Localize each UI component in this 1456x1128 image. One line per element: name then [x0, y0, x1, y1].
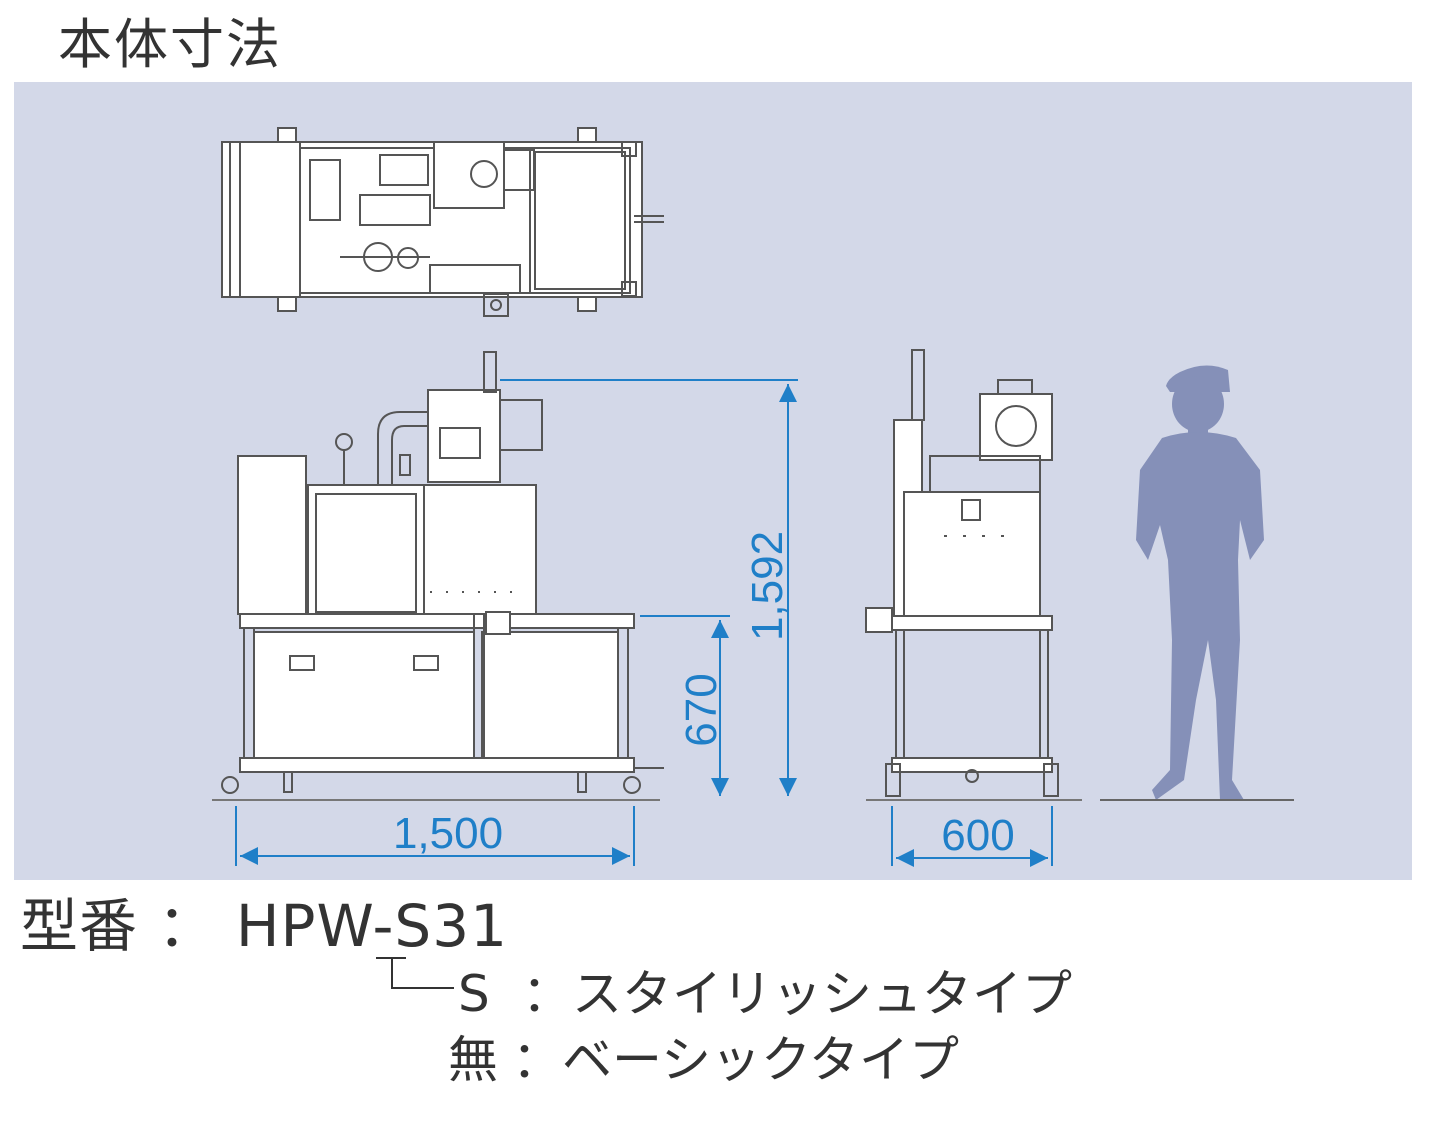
- total-height-label: 1,592: [743, 531, 792, 641]
- page-title: 本体寸法: [58, 13, 282, 76]
- option-text: ベーシックタイプ: [562, 1031, 959, 1089]
- person-silhouette-icon: [1136, 365, 1264, 800]
- front-width-label: 1,500: [393, 809, 503, 858]
- side-view-drawing: [865, 349, 1082, 801]
- dimension-lines: [235, 379, 1053, 867]
- option-separator: ：: [522, 965, 572, 1023]
- table-height-label: 670: [677, 673, 726, 746]
- model-code-bracket: [376, 957, 454, 989]
- option-key: 無: [448, 1031, 498, 1089]
- front-view-drawing: [212, 351, 664, 801]
- side-width-label: 600: [941, 811, 1014, 860]
- option-separator: ：: [512, 1031, 562, 1089]
- option-text: スタイリッシュタイプ: [572, 965, 1072, 1023]
- model-label: 型番: [20, 892, 139, 960]
- top-view-drawing: [221, 127, 664, 317]
- model-number: HPW-S31: [235, 892, 509, 960]
- option-row: 無：ベーシックタイプ: [448, 1028, 959, 1092]
- model-line: 型番 ： HPW-S31: [20, 888, 508, 964]
- option-row: S ：スタイリッシュタイプ: [458, 962, 1072, 1026]
- model-separator: ：: [157, 892, 217, 960]
- option-key: S: [458, 965, 490, 1023]
